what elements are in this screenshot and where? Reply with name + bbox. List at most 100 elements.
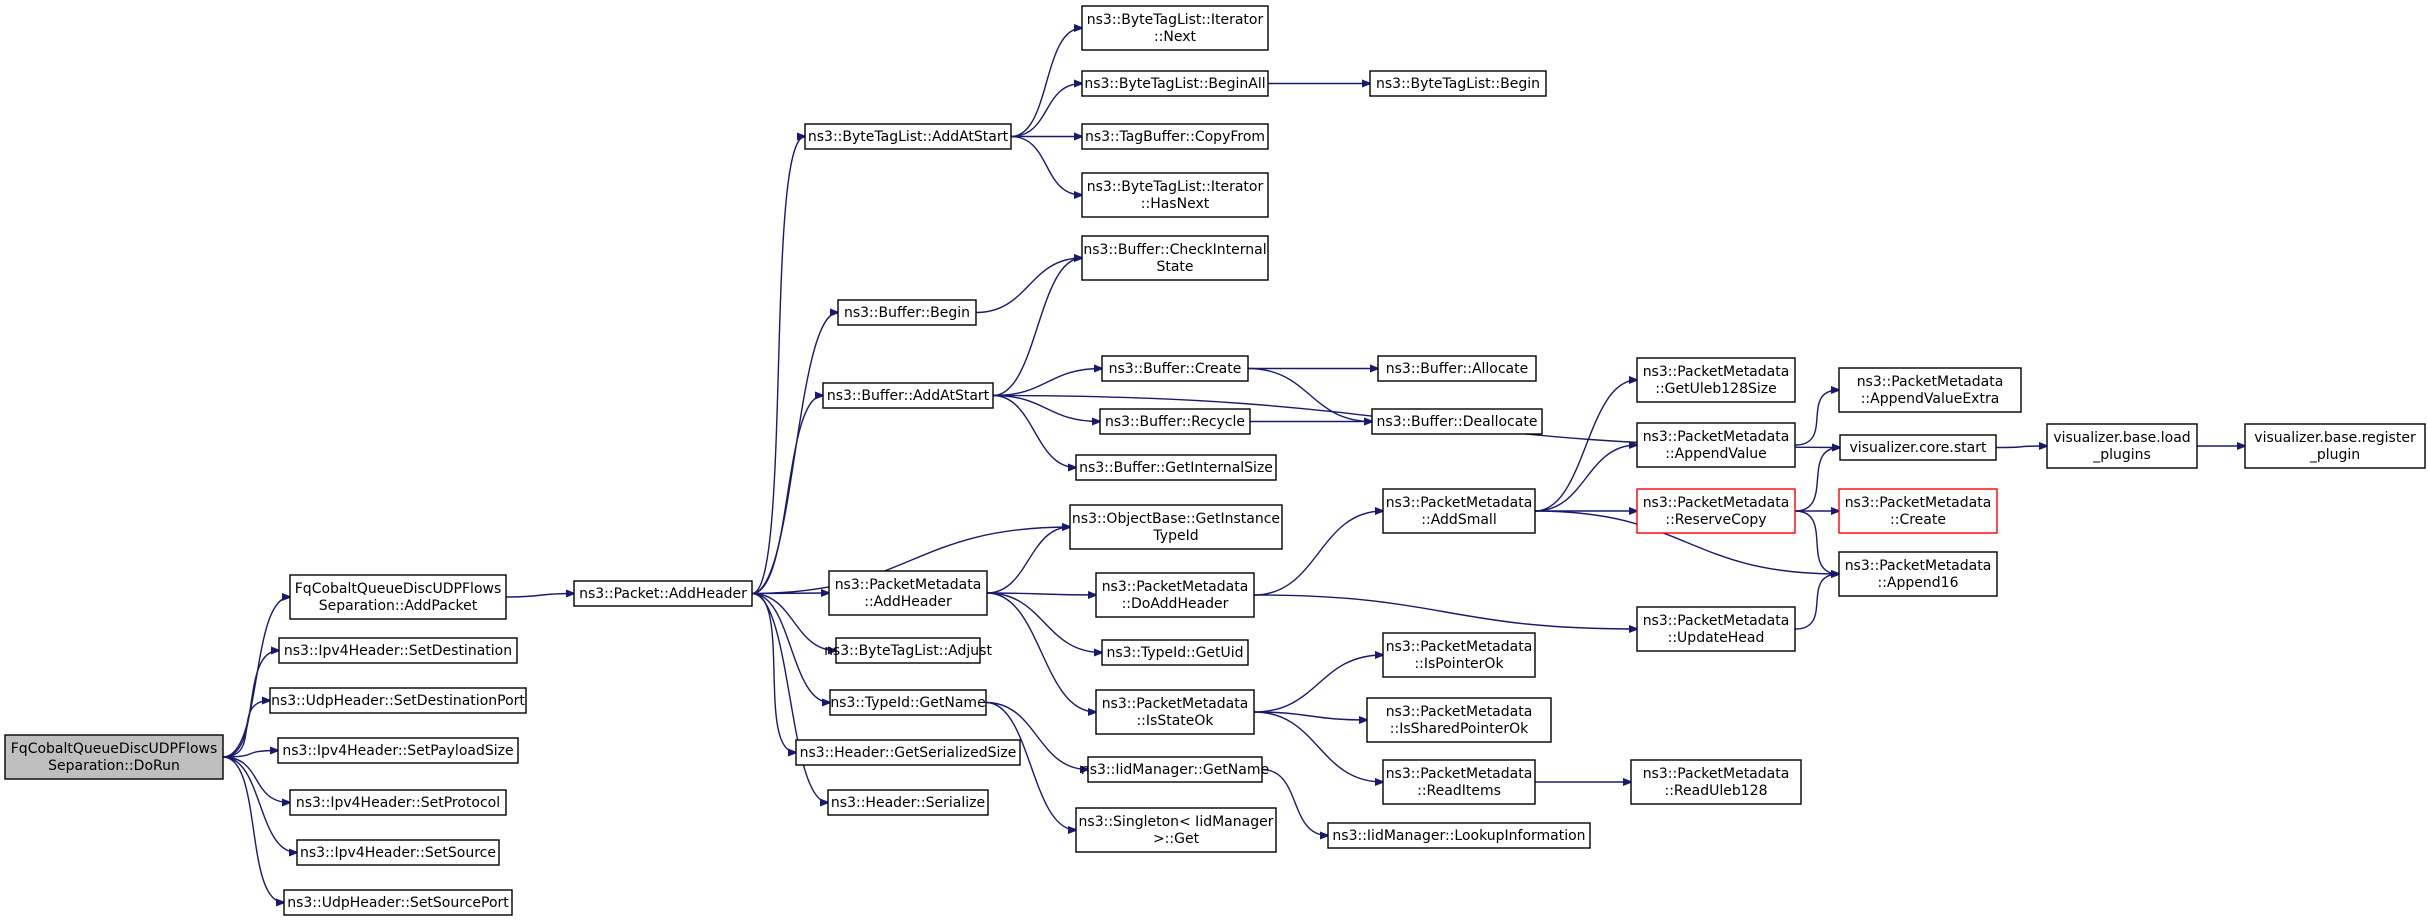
node-buf-getinternalsize[interactable]: ns3::Buffer::GetInternalSize <box>1075 454 1277 481</box>
node-addpacket[interactable]: FqCobaltQueueDiscUDPFlowsSeparation::Add… <box>289 574 507 620</box>
node-box <box>4 734 224 780</box>
edge-pm-addheader-to-pm-isstateok <box>986 592 1096 712</box>
node-box <box>2244 423 2426 469</box>
edge-path <box>222 701 270 758</box>
node-label: ns3::TagBuffer::CopyFrom <box>1085 129 1265 145</box>
edge-btl-addatstart-to-btl-it-next <box>1010 28 1082 138</box>
node-dorun[interactable]: FqCobaltQueueDiscUDPFlowsSeparation::DoR… <box>4 734 224 780</box>
node-label: ns3::ByteTagList::Adjust <box>824 643 992 659</box>
node-label: FqCobaltQueueDiscUDPFlows <box>295 581 502 597</box>
node-label: ns3::Buffer::CheckInternal <box>1083 242 1266 258</box>
node-box <box>1839 434 1997 461</box>
node-pm-reservecopy[interactable]: ns3::PacketMetadata::ReserveCopy <box>1636 488 1796 534</box>
edge-pm-addheader-to-objbase-gettypeid <box>986 527 1070 594</box>
node-label: ns3::ByteTagList::BeginAll <box>1084 76 1265 92</box>
node-buf-recycle[interactable]: ns3::Buffer::Recycle <box>1099 408 1251 435</box>
node-pm-addheader[interactable]: ns3::PacketMetadata::AddHeader <box>828 570 988 616</box>
edge-pktaddheader-to-hdr-serialize <box>751 592 828 803</box>
node-pm-append16[interactable]: ns3::PacketMetadata::Append16 <box>1838 551 1998 597</box>
node-ipv4setpayload[interactable]: ns3::Ipv4Header::SetPayloadSize <box>277 737 519 764</box>
edge-path <box>1534 380 1637 512</box>
node-buf-create[interactable]: ns3::Buffer::Create <box>1101 355 1249 382</box>
node-viz-core-start[interactable]: visualizer.core.start <box>1839 434 1997 461</box>
node-pm-isstateok[interactable]: ns3::PacketMetadata::IsStateOk <box>1095 689 1255 735</box>
node-btl-addatstart[interactable]: ns3::ByteTagList::AddAtStart <box>804 123 1012 150</box>
edge-dorun-to-udpsetdestport <box>222 701 270 758</box>
node-hdr-getsize[interactable]: ns3::Header::GetSerializedSize <box>795 739 1021 766</box>
edge-buf-begin-to-buf-checkinternal <box>975 258 1082 314</box>
edge-path <box>985 701 1088 770</box>
node-ipv4setdest[interactable]: ns3::Ipv4Header::SetDestination <box>278 637 518 664</box>
node-pm-appendvalue[interactable]: ns3::PacketMetadata::AppendValue <box>1636 422 1796 468</box>
node-singleton-get[interactable]: ns3::Singleton< IidManager>::Get <box>1075 807 1277 853</box>
node-pm-getuleb[interactable]: ns3::PacketMetadata::GetUleb128Size <box>1636 357 1796 403</box>
node-buf-addatstart[interactable]: ns3::Buffer::AddAtStart <box>822 382 994 409</box>
edge-path <box>1534 510 1839 574</box>
node-typeid-getname[interactable]: ns3::TypeId::GetName <box>829 689 987 716</box>
node-viz-load-plugins[interactable]: visualizer.base.load_plugins <box>2046 423 2198 469</box>
node-pm-updatehead[interactable]: ns3::PacketMetadata::UpdateHead <box>1636 606 1796 652</box>
edge-path <box>751 592 830 703</box>
node-label: ns3::Buffer::AddAtStart <box>827 388 990 404</box>
node-box <box>1630 759 1802 805</box>
node-label: State <box>1156 259 1193 275</box>
node-iid-lookupinfo[interactable]: ns3::IidManager::LookupInformation <box>1327 822 1591 849</box>
node-box <box>269 687 527 714</box>
node-label: ns3::ByteTagList::Begin <box>1376 76 1540 92</box>
edge-path <box>222 651 279 758</box>
node-pm-readitems[interactable]: ns3::PacketMetadata::ReadItems <box>1382 759 1536 805</box>
node-box <box>828 570 988 616</box>
node-label: visualizer.base.register <box>2254 430 2416 446</box>
node-udpsetsrcport[interactable]: ns3::UdpHeader::SetSourcePort <box>283 889 513 916</box>
node-btl-begin[interactable]: ns3::ByteTagList::Begin <box>1369 70 1547 97</box>
edge-path <box>1010 28 1082 138</box>
node-label: ns3::ByteTagList::Iterator <box>1087 12 1264 28</box>
node-pm-issharedok[interactable]: ns3::PacketMetadata::IsSharedPointerOk <box>1366 697 1552 743</box>
node-box <box>296 839 500 866</box>
edge-pm-reservecopy-to-pm-append16 <box>1794 510 1839 574</box>
node-btl-adjust[interactable]: ns3::ByteTagList::Adjust <box>824 637 992 664</box>
node-label: ns3::PacketMetadata <box>1386 704 1533 720</box>
node-label: ::Create <box>1890 512 1946 528</box>
edge-pm-addsmall-to-pm-getuleb <box>1534 380 1637 512</box>
node-pm-doaddheader[interactable]: ns3::PacketMetadata::DoAddHeader <box>1095 572 1255 618</box>
edge-pktaddheader-to-btl-addatstart <box>751 137 805 595</box>
node-pm-readuleb[interactable]: ns3::PacketMetadata::ReadUleb128 <box>1630 759 1802 805</box>
node-label: ::AppendValueExtra <box>1861 391 2000 407</box>
node-label: ns3::UdpHeader::SetDestinationPort <box>271 693 525 709</box>
node-btl-it-next[interactable]: ns3::ByteTagList::Iterator::Next <box>1081 5 1269 51</box>
edge-path <box>751 592 796 753</box>
node-box <box>1081 235 1269 281</box>
node-box <box>289 789 507 816</box>
node-pm-appendvalueextra[interactable]: ns3::PacketMetadata::AppendValueExtra <box>1838 367 2022 413</box>
node-label: ns3::Buffer::Recycle <box>1105 414 1245 430</box>
node-pktaddheader[interactable]: ns3::Packet::AddHeader <box>573 580 753 607</box>
edge-viz-core-start-to-viz-load-plugins <box>1995 446 2047 448</box>
node-label: ns3::PacketMetadata <box>1643 429 1790 445</box>
edge-pktaddheader-to-buf-addatstart <box>751 396 823 595</box>
node-typeid-getuid[interactable]: ns3::TypeId::GetUid <box>1101 639 1249 666</box>
node-btl-it-hasnext[interactable]: ns3::ByteTagList::Iterator::HasNext <box>1081 172 1269 218</box>
node-hdr-serialize[interactable]: ns3::Header::Serialize <box>827 789 989 816</box>
edge-pm-isstateok-to-pm-readitems <box>1253 711 1383 782</box>
node-btl-beginall[interactable]: ns3::ByteTagList::BeginAll <box>1081 70 1269 97</box>
node-buf-begin[interactable]: ns3::Buffer::Begin <box>837 299 977 326</box>
node-box <box>1838 488 1998 534</box>
node-pm-addsmall[interactable]: ns3::PacketMetadata::AddSmall <box>1382 488 1536 534</box>
node-tagbuf-copyfrom[interactable]: ns3::TagBuffer::CopyFrom <box>1081 123 1269 150</box>
node-buf-allocate[interactable]: ns3::Buffer::Allocate <box>1377 355 1537 382</box>
node-pm-create[interactable]: ns3::PacketMetadata::Create <box>1838 488 1998 534</box>
node-label: ns3::PacketMetadata <box>1857 374 2004 390</box>
node-buf-deallocate[interactable]: ns3::Buffer::Deallocate <box>1371 408 1543 435</box>
node-label: ns3::PacketMetadata <box>1386 639 1533 655</box>
node-box <box>1095 689 1255 735</box>
node-udpsetdestport[interactable]: ns3::UdpHeader::SetDestinationPort <box>269 687 527 714</box>
node-ipv4setproto[interactable]: ns3::Ipv4Header::SetProtocol <box>289 789 507 816</box>
node-iid-getname[interactable]: ns3::IidManager::GetName <box>1081 756 1269 783</box>
node-viz-register-plugin[interactable]: visualizer.base.register_plugin <box>2244 423 2426 469</box>
node-label: ::Next <box>1154 29 1197 45</box>
node-ipv4setsource[interactable]: ns3::Ipv4Header::SetSource <box>296 839 500 866</box>
node-pm-ispointerok[interactable]: ns3::PacketMetadata::IsPointerOk <box>1382 632 1536 678</box>
